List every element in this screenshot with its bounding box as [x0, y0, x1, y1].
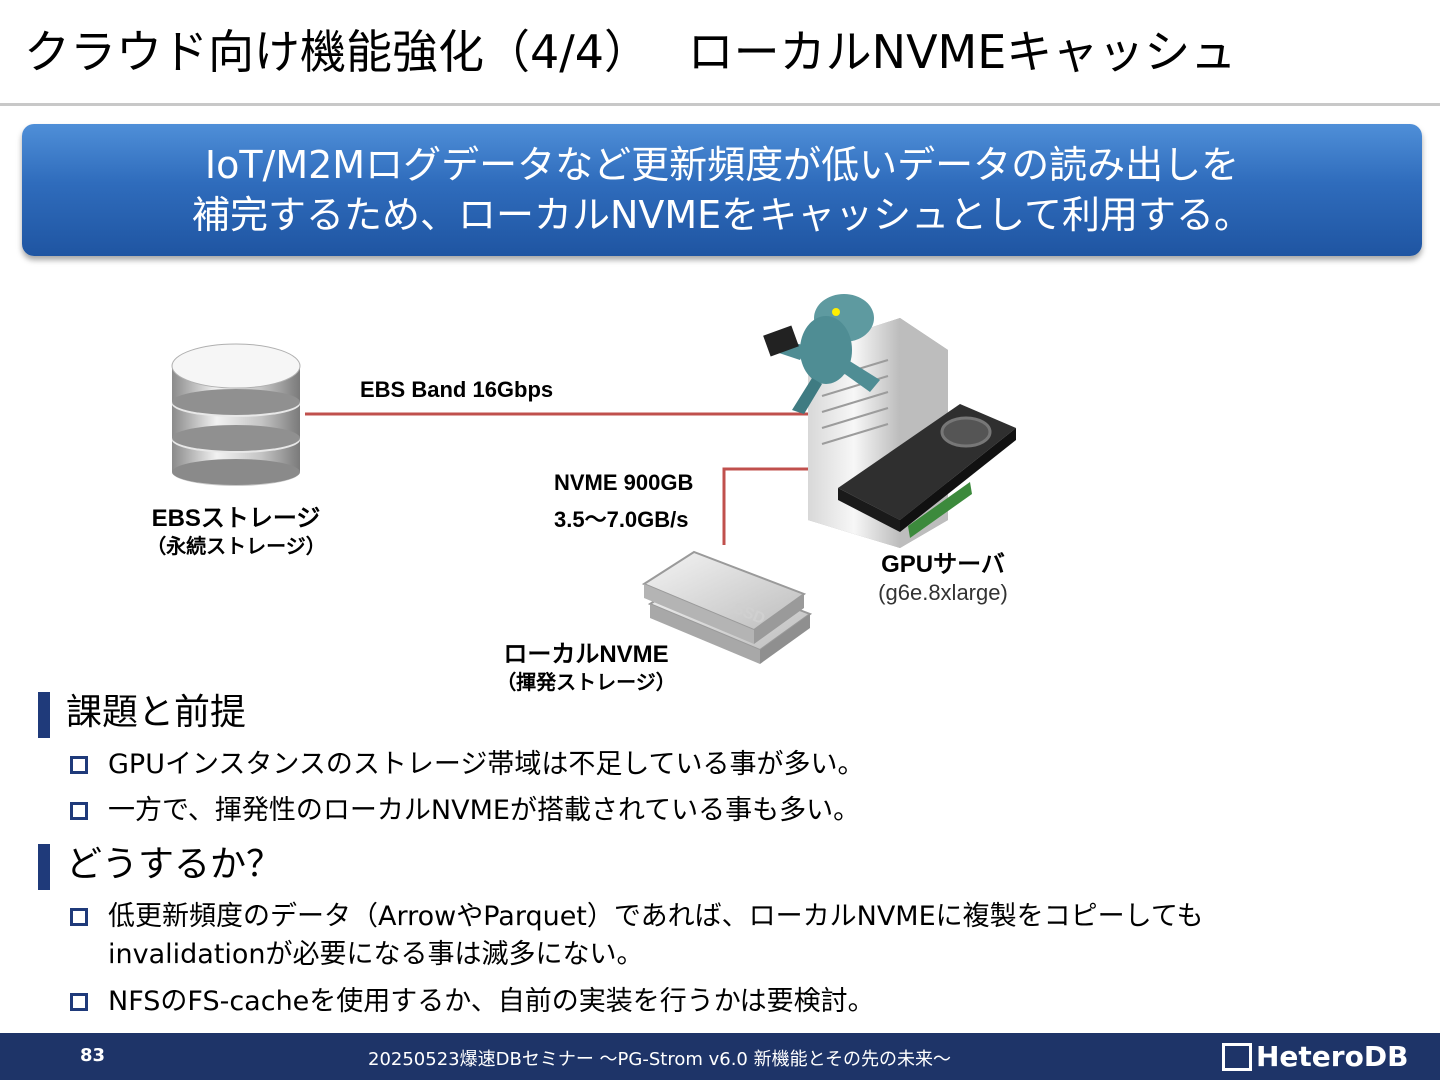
- bullet-marker: [70, 993, 88, 1011]
- company-logo: HeteroDB: [1222, 1040, 1408, 1073]
- banner-line-1: IoT/M2Mログデータなど更新頻度が低いデータの読み出しを: [204, 143, 1240, 187]
- ssd-text: SSD: [731, 600, 768, 628]
- ebs-storage-sub: （永続ストレージ）: [146, 536, 326, 558]
- logo-mark-icon: [1222, 1042, 1252, 1071]
- bullet-marker: [70, 802, 88, 820]
- bullet-marker: [70, 756, 88, 774]
- database-icon: [171, 343, 301, 486]
- ebs-storage-name: EBSストレージ: [151, 505, 321, 532]
- nvme-size-label: NVME 900GB: [554, 470, 694, 495]
- summary-banner: IoT/M2Mログデータなど更新頻度が低いデータの読み出しを 補完するため、ロー…: [22, 124, 1422, 256]
- gpu-server-instance: (g6e.8xlarge): [878, 580, 1008, 605]
- bullet-item-continuation: invalidationが必要になる事は滅多にない。: [108, 939, 644, 970]
- local-nvme-sub: （揮発ストレージ）: [496, 672, 676, 694]
- ebs-link-label: EBS Band 16Gbps: [360, 377, 554, 402]
- nvme-bandwidth-label: 3.5〜7.0GB/s: [554, 507, 689, 532]
- section-heading-issues: 課題と前提: [66, 692, 247, 733]
- section-marker: [38, 844, 50, 890]
- logo-text: HeteroDB: [1256, 1040, 1409, 1073]
- banner-line-2: 補完するため、ローカルNVMEをキャッシュとして利用する。: [191, 193, 1253, 237]
- gpu-card-icon: [838, 404, 1016, 538]
- slide-footer: 83 20250523爆速DBセミナー 〜PG-Strom v6.0 新機能とそ…: [0, 1033, 1440, 1080]
- section-heading-approach: どうするか？: [66, 844, 283, 885]
- bullet-marker: [70, 908, 88, 926]
- section-marker: [38, 692, 50, 738]
- gpu-server-name: GPUサーバ: [881, 551, 1005, 578]
- page-number: 83: [80, 1045, 106, 1066]
- footer-caption: 20250523爆速DBセミナー 〜PG-Strom v6.0 新機能とその先の…: [368, 1049, 952, 1070]
- nvme-link-line: [722, 467, 812, 545]
- title-divider: [0, 103, 1440, 106]
- server-tower-icon: [808, 318, 948, 548]
- bullet-item: 一方で、揮発性のローカルNVMEが搭載されている事も多い。: [108, 795, 861, 826]
- bullet-item: NFSのFS-cacheを使用するか、自前の実装を行うかは要検討。: [108, 986, 875, 1017]
- bullet-item: 低更新頻度のデータ（ArrowやParquet）であれば、ローカルNVMEに複製…: [108, 901, 1204, 932]
- bullet-item: GPUインスタンスのストレージ帯域は不足している事が多い。: [108, 749, 865, 780]
- local-nvme-name: ローカルNVME: [503, 641, 669, 668]
- mascot-icon: [763, 294, 880, 414]
- slide-title: クラウド向け機能強化（4/4） ローカルNVMEキャッシュ: [24, 25, 1237, 79]
